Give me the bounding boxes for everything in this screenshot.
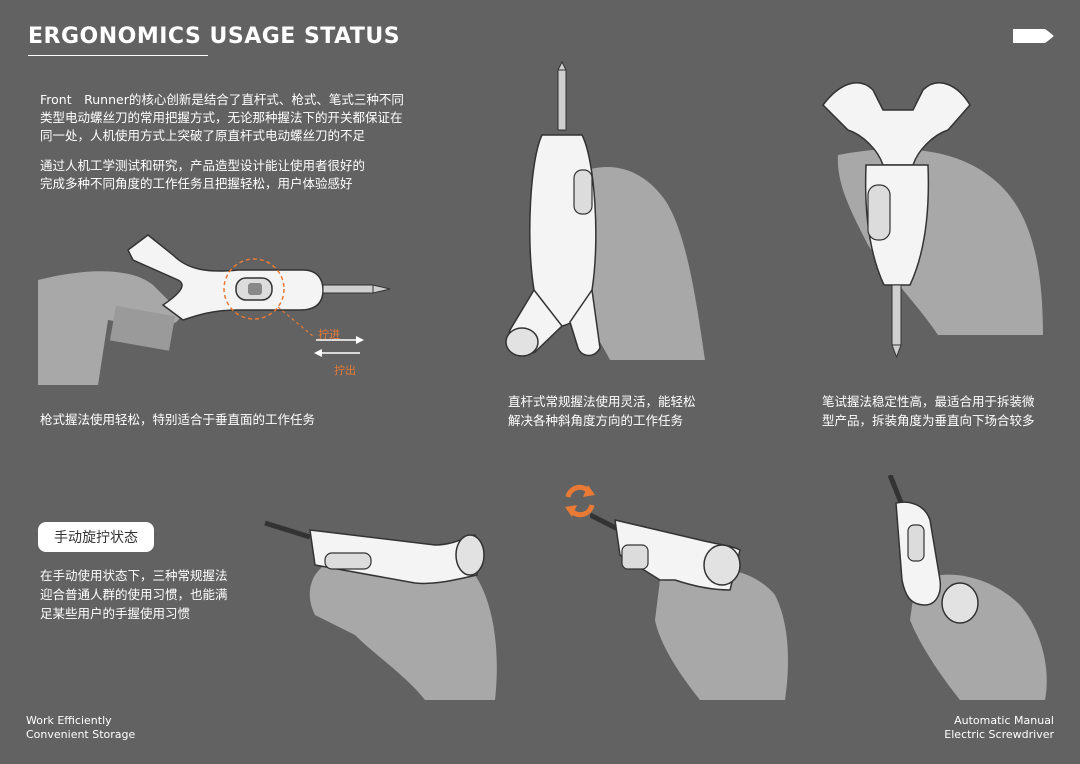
intro-line: Front Runner的核心创新是结合了直杆式、枪式、笔式三种不同 [40,92,404,107]
manual-grip-illustration-1 [255,505,530,700]
manual-caption: 在手动使用状态下，三种常规握法 迎合普通人群的使用习惯，也能满 足某些用户的手握… [40,566,228,623]
footer-left: Work Efficiently Convenient Storage [26,714,135,742]
page-title: ERGONOMICS USAGE STATUS [28,24,401,49]
arrow-right-icon[interactable] [1011,25,1057,47]
intro-paragraph-1: Front Runner的核心创新是结合了直杆式、枪式、笔式三种不同 类型电动螺… [40,91,404,145]
straight-grip-caption: 直杆式常规握法使用灵活，能轻松 解决各种斜角度方向的工作任务 [508,392,696,430]
pen-grip-caption: 笔试握法稳定性高，最适合用于拆装微 型产品，拆装角度为垂直向下场合较多 [822,392,1035,430]
caption-line: 迎合普通人群的使用习惯，也能满 [40,587,228,602]
straight-grip-illustration [500,60,720,380]
screw-out-label: 拧出 [334,364,356,377]
title-underline [28,55,208,56]
screw-in-label: 拧进 [318,328,340,341]
caption-line: 枪式握法使用轻松，特别适合于垂直面的工作任务 [40,412,316,427]
caption-line: 直杆式常规握法使用灵活，能轻松 [508,394,696,409]
caption-line: 型产品，拆装角度为垂直向下场合较多 [822,413,1035,428]
caption-line: 解决各种斜角度方向的工作任务 [508,413,684,428]
intro-line: 类型电动螺丝刀的常用把握方式，无论那种握法下的开关都保证在 [40,110,403,125]
footer-line: Automatic Manual [954,714,1054,727]
manual-grip-illustration-3 [880,475,1060,700]
rotate-icon [562,483,598,519]
caption-line: 在手动使用状态下，三种常规握法 [40,568,228,583]
caption-line: 足某些用户的手握使用习惯 [40,606,191,621]
pen-grip-illustration [818,75,1048,375]
gun-grip-caption: 枪式握法使用轻松，特别适合于垂直面的工作任务 [40,410,315,429]
intro-paragraph-2: 通过人机工学测试和研究，产品造型设计能让使用者很好的 完成多种不同角度的工作任务… [40,157,365,193]
intro-line: 通过人机工学测试和研究，产品造型设计能让使用者很好的 [40,158,366,173]
footer-right: Automatic Manual Electric Screwdriver [944,714,1054,742]
footer-line: Electric Screwdriver [944,728,1054,741]
footer-line: Convenient Storage [26,728,136,741]
manual-mode-badge: 手动旋拧状态 [38,522,154,552]
manual-grip-illustration-2 [590,505,790,700]
gun-grip-illustration [38,225,408,385]
intro-line: 同一处，人机使用方式上突破了原直杆式电动螺丝刀的不足 [40,128,366,143]
caption-line: 笔试握法稳定性高，最适合用于拆装微 [822,394,1035,409]
intro-line: 完成多种不同角度的工作任务且把握轻松，用户体验感好 [40,176,353,191]
footer-line: Work Efficiently [26,714,112,727]
